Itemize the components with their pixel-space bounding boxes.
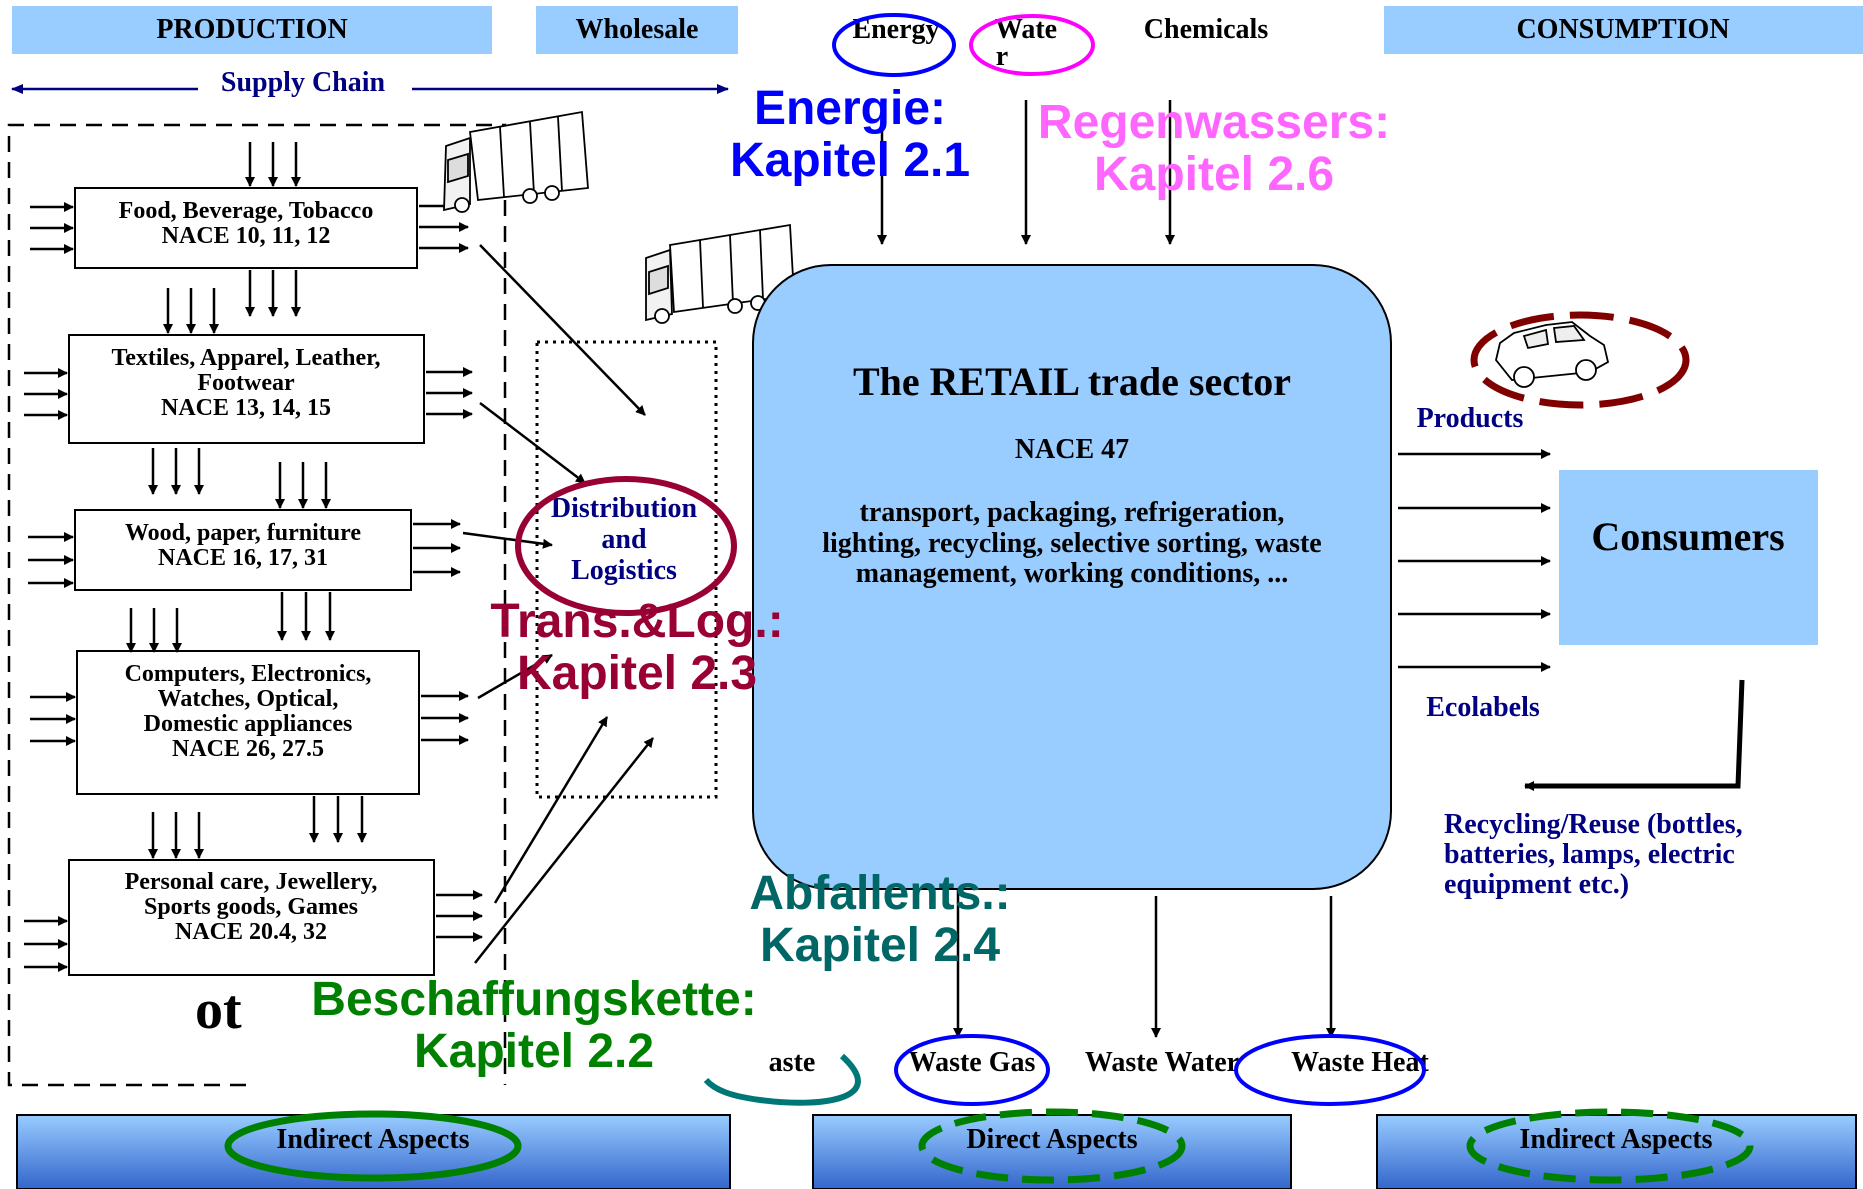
trans-log-annotation: Kapitel 2.3 [517,647,757,700]
ecolabels-label: Ecolabels [1426,692,1540,723]
car-highlight-ellipse [1470,311,1690,409]
waste-heat-highlight-ellipse [1234,1034,1426,1106]
sector-label: Footwear [197,370,295,396]
aspect-bars: Indirect Aspects Direct Aspects Indirect… [16,1108,1857,1189]
recycling-label: batteries, lamps, electric [1444,839,1735,870]
sector-nace: NACE 10, 11, 12 [162,223,331,249]
supply-chain-arrow: Supply Chain [11,67,729,98]
sector-label: Computers, Electronics, [125,661,372,687]
beschaffung-annotation: Kapitel 2.2 [414,1025,654,1078]
sector-label: Food, Beverage, Tobacco [119,198,374,224]
sector-nace: NACE 16, 17, 31 [158,545,328,571]
production-region [7,123,507,1087]
waste-partial-label: aste [769,1047,816,1078]
distribution-label: and [601,524,647,555]
truck-icon [645,223,795,324]
waste-gas-highlight-ellipse [894,1034,1050,1106]
trans-log-annotation: Trans.&Log.: [490,595,783,648]
indirect-aspects-left-ellipse [224,1110,522,1182]
retail-aspects: lighting, recycling, selective sorting, … [822,528,1322,559]
others-partial-label: ot [195,979,242,1041]
distribution-label: Logistics [571,555,677,586]
sector-food: Food, Beverage, Tobacco NACE 10, 11, 12 [74,187,418,269]
retail-aspects: transport, packaging, refrigeration, [860,497,1285,528]
consumption-label: CONSUMPTION [1516,14,1729,45]
sector-nace: NACE 20.4, 32 [175,919,327,945]
abfall-annotation: Abfallents.: [749,867,1010,920]
consumers-label: Consumers [1591,514,1784,559]
waste-gas-label: Waste Gas [909,1047,1036,1078]
direct-aspects-dashed-ellipse [918,1108,1186,1184]
energy-highlight-ellipse [832,13,956,77]
header: PRODUCTION Wholesale Energy Wate r Chemi… [12,6,1863,77]
sector-label: Watches, Optical, [158,686,339,712]
retail-nace: NACE 47 [1015,434,1129,465]
sector-nace: NACE 26, 27.5 [172,736,324,762]
wholesale-label: Wholesale [576,14,699,45]
direct-aspects-label: Direct Aspects [966,1124,1137,1155]
sector-label: Domestic appliances [144,711,353,737]
retail-sector: The RETAIL trade sector NACE 47 transpor… [752,264,1392,890]
distribution-highlight-ellipse [515,476,737,616]
distribution-dotted-box [535,340,718,799]
production-label: PRODUCTION [156,14,347,45]
recycling-label: Recycling/Reuse (bottles, [1444,809,1743,840]
waste-partial-highlight-arc [703,1053,861,1106]
indirect-aspects-right-label: Indirect Aspects [1519,1124,1712,1155]
energie-annotation: Energie: [754,82,946,135]
sector-personal-care: Personal care, Jewellery, Sports goods, … [68,859,435,976]
indirect-aspects-left-label: Indirect Aspects [276,1124,469,1155]
recycling-label: equipment etc.) [1444,869,1629,900]
indirect-aspects-right-dashed-ellipse [1466,1108,1754,1184]
truck-icon [443,110,589,213]
energie-annotation: Kapitel 2.1 [730,134,970,187]
sector-computers: Computers, Electronics, Watches, Optical… [76,650,420,795]
recycling-return-arrow [1524,679,1745,791]
wholesale-header [536,6,738,54]
regenwasser-annotation: Regenwassers: [1038,96,1390,149]
retail-box [752,264,1392,890]
retail-title: The RETAIL trade sector [853,359,1291,404]
distribution-logistics: Distribution and Logistics [515,340,737,799]
retail-aspects: management, working conditions, ... [856,558,1288,589]
regenwasser-annotation: Kapitel 2.6 [1094,148,1334,201]
water-label-wrap: r [996,41,1008,72]
distribution-label: Distribution [551,493,698,524]
beschaffung-annotation: Beschaffungskette: [311,973,756,1026]
sector-label: Personal care, Jewellery, [125,869,378,895]
sector-label: Textiles, Apparel, Leather, [111,345,380,371]
sector-label: Wood, paper, furniture [125,520,361,546]
waste-water-label: Waste Water [1085,1047,1239,1078]
output-arrows [953,890,1336,1038]
products-label: Products [1417,403,1524,434]
consumers-box [1559,470,1818,645]
supply-chain-label: Supply Chain [221,67,386,98]
abfall-annotation: Kapitel 2.4 [760,919,1000,972]
sector-label: Sports goods, Games [144,894,358,920]
production-header [12,6,492,54]
sector-textiles: Textiles, Apparel, Leather, Footwear NAC… [68,334,425,444]
sector-arrows [24,142,654,972]
consumption-header [1384,6,1863,54]
car-icon [1495,321,1610,388]
sector-nace: NACE 13, 14, 15 [161,395,331,421]
sector-wood: Wood, paper, furniture NACE 16, 17, 31 [74,509,412,591]
product-arrows [1398,449,1551,672]
chapter-annotations: Energie: Kapitel 2.1 Regenwassers: Kapit… [311,82,1390,1078]
water-highlight-ellipse [969,14,1095,76]
input-arrows [877,100,1175,245]
chemicals-label: Chemicals [1144,14,1269,45]
